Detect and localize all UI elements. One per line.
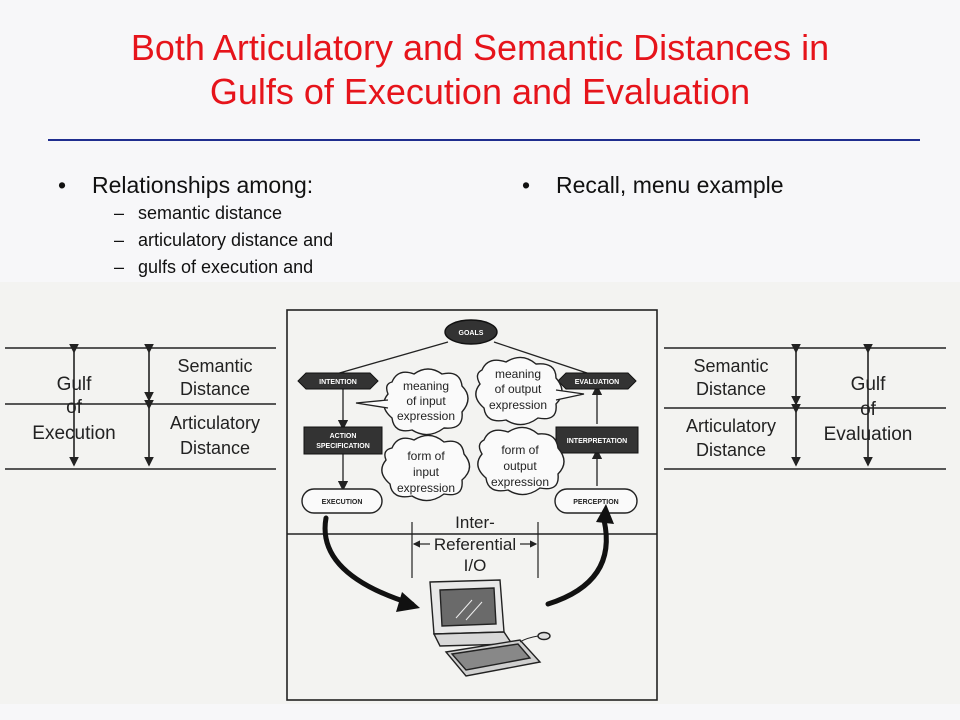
right-gulf-line3: Evaluation — [824, 424, 913, 445]
action-specification-node: ACTION SPECIFICATION — [303, 426, 383, 455]
title-line-1: Both Articulatory and Semantic Distances… — [130, 27, 830, 68]
interpretation-label: INTERPRETATION — [567, 438, 627, 445]
left-gulf-line1: Gulf — [57, 374, 93, 395]
dash-glyph: – — [114, 257, 125, 277]
central-frame — [286, 309, 658, 701]
perception-node: PERCEPTION — [554, 488, 638, 514]
cloud-form-output-line1: form of — [501, 443, 539, 457]
sub-item-text: gulfs of execution and — [138, 257, 314, 277]
cloud-meaning-input-line1: meaning — [403, 379, 449, 393]
goals-label: GOALS — [459, 330, 484, 337]
gulfs-diagram: Gulf of Execution Semantic Distance Arti… — [0, 282, 960, 704]
computer-to-perception-arrow — [545, 517, 609, 607]
sub-item-gulfs: –gulfs of execution and — [114, 254, 333, 281]
dash-glyph: – — [114, 203, 125, 223]
right-scale — [664, 344, 946, 470]
cloud-form-input-line3: expression — [397, 481, 455, 495]
left-column: •Relationships among: –semantic distance… — [58, 170, 333, 281]
right-articulatory-line1: Articulatory — [686, 416, 776, 436]
right-semantic-label: Semantic Distance — [693, 356, 768, 399]
right-articulatory-line2: Distance — [696, 440, 766, 460]
sub-item-articulatory: –articulatory distance and — [114, 227, 333, 254]
left-articulatory-line1: Articulatory — [170, 413, 260, 433]
right-semantic-line1: Semantic — [693, 356, 768, 376]
intention-label: INTENTION — [319, 379, 357, 386]
cloud-meaning-input-line3: expression — [397, 409, 455, 423]
dash-glyph: – — [114, 230, 125, 250]
left-articulatory-line2: Distance — [180, 438, 250, 458]
cloud-form-input-line1: form of — [407, 449, 445, 463]
cloud-form-input: form of input expression — [381, 434, 471, 502]
cloud-meaning-input: meaning of input expression — [355, 368, 469, 436]
flow-arrows — [322, 504, 614, 612]
interpretation-node: INTERPRETATION — [555, 426, 639, 454]
inter-referential-line2: Referential — [434, 535, 516, 554]
left-semantic-label: Semantic Distance — [177, 356, 252, 399]
cloud-meaning-output-line2: of output — [495, 382, 542, 396]
execution-to-computer-arrow — [322, 515, 415, 607]
left-semantic-line1: Semantic — [177, 356, 252, 376]
cloud-meaning-output: meaning of output expression — [475, 356, 585, 426]
right-gulf-line2: of — [860, 399, 877, 420]
cloud-meaning-output-line1: meaning — [495, 367, 541, 381]
inter-referential-line1: Inter- — [455, 513, 495, 532]
evaluation-label: EVALUATION — [575, 379, 619, 386]
right-column: • Recall, menu example — [522, 170, 784, 200]
left-gulf-line2: of — [66, 397, 83, 418]
right-gulf-line1: Gulf — [851, 374, 887, 395]
left-articulatory-label: Articulatory Distance — [170, 413, 260, 458]
left-bullet-text: Relationships among: — [92, 172, 314, 198]
slide-title: Both Articulatory and Semantic Distances… — [0, 26, 960, 114]
right-articulatory-label: Articulatory Distance — [686, 416, 776, 460]
sub-item-text: semantic distance — [138, 203, 283, 223]
action-spec-line1: ACTION — [330, 433, 357, 440]
execution-node: EXECUTION — [301, 488, 383, 514]
sub-item-semantic: –semantic distance — [114, 200, 333, 227]
intention-node: INTENTION — [297, 372, 379, 390]
left-semantic-line2: Distance — [180, 379, 250, 399]
left-gulf-line3: Execution — [32, 423, 115, 444]
cloud-form-output-line3: expression — [491, 475, 549, 489]
left-scale — [5, 344, 276, 470]
left-gulf-label: Gulf of Execution — [32, 374, 115, 444]
cloud-meaning-input-line2: of input — [406, 394, 446, 408]
cloud-meaning-output-line3: expression — [489, 398, 547, 412]
evaluation-node: EVALUATION — [557, 372, 637, 390]
right-bullet: • Recall, menu example — [522, 170, 784, 200]
goals-node: GOALS — [444, 319, 498, 345]
bullet-glyph: • — [58, 172, 67, 198]
title-line-2: Gulfs of Execution and Evaluation — [209, 71, 751, 112]
right-bullet-text: Recall, menu example — [556, 172, 784, 198]
goals-connectors — [335, 341, 603, 492]
title-rule — [48, 139, 920, 141]
left-bullet: • Relationships among: — [58, 170, 333, 200]
sub-item-text: articulatory distance and — [138, 230, 334, 250]
inter-referential-io: Inter- Referential I/O — [411, 513, 539, 578]
inter-referential-line3: I/O — [464, 556, 487, 575]
bullet-glyph: • — [522, 172, 531, 198]
right-gulf-label: Gulf of Evaluation — [824, 374, 913, 445]
right-semantic-line2: Distance — [696, 379, 766, 399]
action-spec-line2: SPECIFICATION — [316, 443, 370, 450]
cloud-form-output: form of output expression — [477, 426, 565, 496]
computer-icon — [429, 579, 551, 677]
perception-label: PERCEPTION — [573, 499, 619, 506]
cloud-form-input-line2: input — [413, 465, 440, 479]
cloud-form-output-line2: output — [503, 459, 537, 473]
execution-label: EXECUTION — [322, 499, 363, 506]
